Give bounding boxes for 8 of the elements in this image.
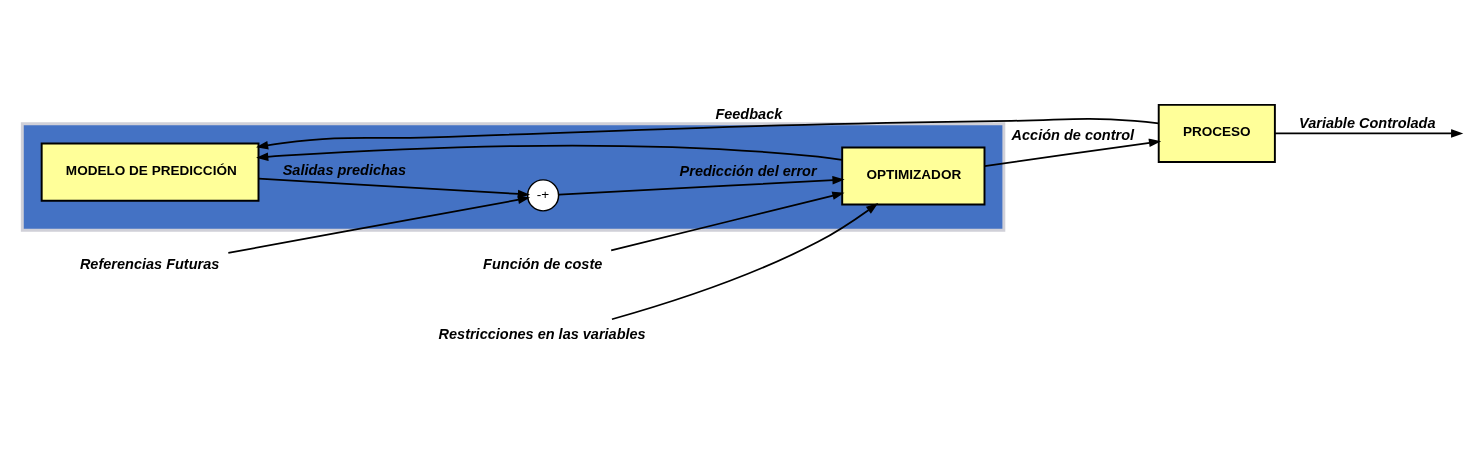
edge-label: Predicción del error: [679, 163, 817, 180]
node-text: Restricciones en las variables: [438, 326, 646, 343]
node-text: Función de coste: [483, 256, 603, 273]
edge-label: Acción de control: [1011, 127, 1135, 144]
node-text: Referencias Futuras: [79, 256, 220, 273]
edge-label: Feedback: [715, 105, 783, 122]
edge-label: Salidas predichas: [282, 162, 407, 179]
edge-label: Variable Controlada: [1299, 114, 1436, 131]
